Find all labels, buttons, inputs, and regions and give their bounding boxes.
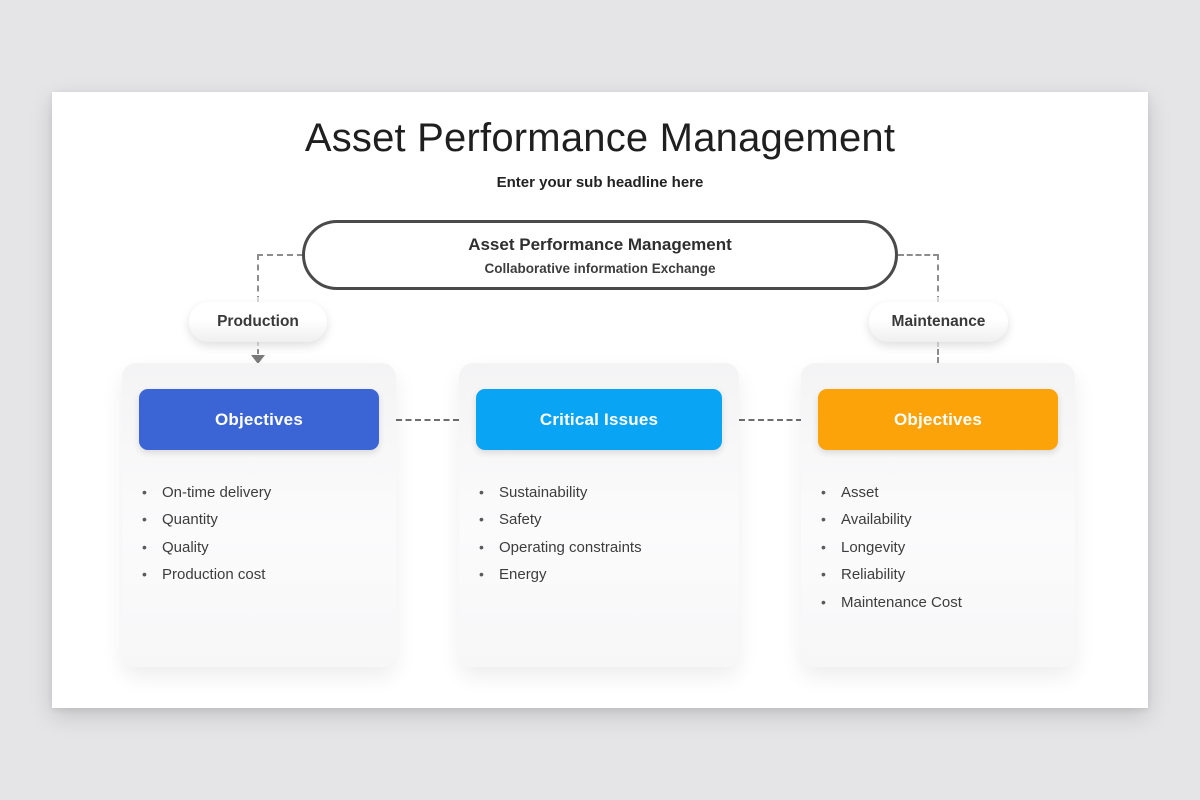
list-item: Production cost [122,561,396,589]
slide: Asset Performance Management Enter your … [52,92,1148,708]
card-production-objectives: Objectives On-time delivery Quantity Qua… [122,363,396,667]
list-item: Maintenance Cost [801,589,1075,617]
list-item: Quality [122,534,396,562]
list-item: Quantity [122,506,396,534]
list-item: On-time delivery [122,479,396,507]
list-item: Safety [459,506,739,534]
card-header: Critical Issues [476,389,722,450]
root-node-subtitle: Collaborative information Exchange [484,260,716,276]
connector-root-to-production-vertical [257,254,259,302]
connector-root-to-maintenance-horizontal [898,254,939,256]
connector-root-to-production-horizontal [257,254,303,256]
list-item: Operating constraints [459,534,739,562]
bullet-list: Asset Availability Longevity Reliability… [801,479,1075,616]
connector-maintenance-to-card [937,341,939,363]
card-maintenance-objectives: Objectives Asset Availability Longevity … [801,363,1075,667]
arrow-down-icon [251,355,265,364]
branch-pill-production: Production [189,302,327,342]
root-node-title: Asset Performance Management [468,234,732,254]
page-subtitle: Enter your sub headline here [496,174,704,191]
list-item: Reliability [801,561,1075,589]
connector-root-to-maintenance-vertical [937,254,939,302]
bullet-list: On-time delivery Quantity Quality Produc… [122,479,396,589]
list-item: Energy [459,561,739,589]
list-item: Sustainability [459,479,739,507]
card-critical-issues: Critical Issues Sustainability Safety Op… [459,363,739,667]
card-header: Objectives [818,389,1058,450]
page-title: Asset Performance Management [304,116,896,160]
branch-pill-maintenance: Maintenance [869,302,1008,342]
list-item: Asset [801,479,1075,507]
list-item: Longevity [801,534,1075,562]
connector-card1-card2 [396,419,459,421]
branch-label: Maintenance [891,313,986,330]
bullet-list: Sustainability Safety Operating constrai… [459,479,739,589]
root-node: Asset Performance Management Collaborati… [302,220,898,290]
card-header: Objectives [139,389,379,450]
list-item: Availability [801,506,1075,534]
connector-production-to-card [257,341,259,354]
connector-card2-card3 [739,419,802,421]
branch-label: Production [217,313,299,330]
